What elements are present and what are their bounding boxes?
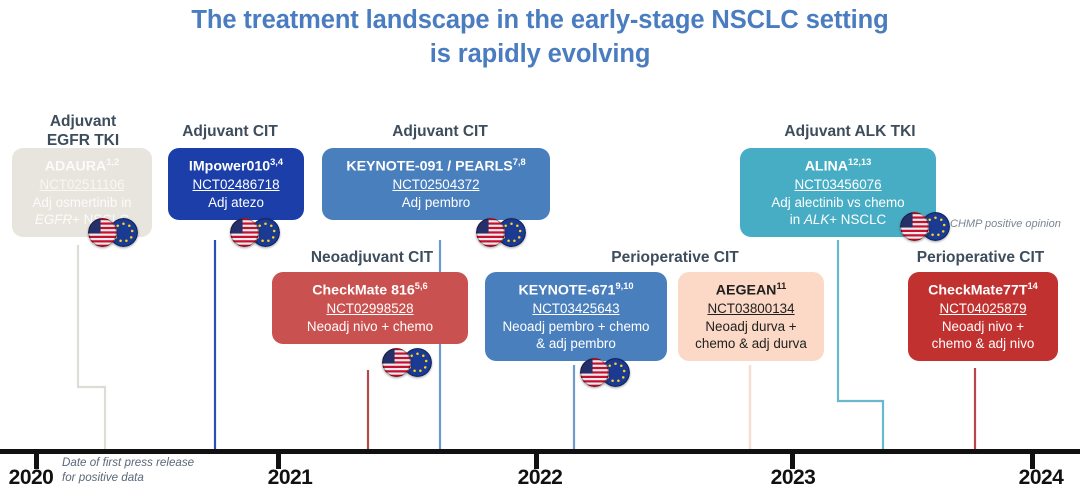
axis-label-2023: 2023 <box>770 466 816 489</box>
us-flag-icon <box>382 348 411 377</box>
trial-name-checkmate816: CheckMate 8165,6 <box>312 281 428 299</box>
axis-tick-2020 <box>34 452 39 469</box>
category-perioperative-cm77t: Perioperative CIT <box>916 249 1045 266</box>
trial-desc-alina-2: in ALK+ NSCLC <box>789 212 887 228</box>
trial-name-impower010: IMpower0103,4 <box>188 157 284 175</box>
us-flag-icon <box>476 218 505 247</box>
axis-tick-2024 <box>1030 452 1035 469</box>
trial-desc-adaura-1: Adj osmertinib in <box>32 194 132 210</box>
trial-nct-checkmate816[interactable]: NCT02998528 <box>326 301 414 317</box>
trial-name-keynote091: KEYNOTE-091 / PEARLS7,8 <box>346 157 526 175</box>
trial-refs-adaura: 1,2 <box>106 157 120 167</box>
trial-name-aegean: AEGEAN11 <box>715 281 787 299</box>
axis-label-2020: 2020 <box>8 466 54 489</box>
trial-desc-keynote091: Adj pembro <box>401 194 471 210</box>
trial-refs-aegean: 11 <box>776 281 787 291</box>
connector-keynote671 <box>546 365 576 452</box>
trial-name-adaura: ADAURA1,2 <box>44 157 120 175</box>
axis-label-2022: 2022 <box>517 466 563 489</box>
trial-card-keynote671[interactable]: KEYNOTE-6719,10 NCT03425643 Neoadj pembr… <box>485 272 667 362</box>
trial-desc-checkmate816: Neoadj nivo + chemo <box>306 318 434 334</box>
axis-tick-2021 <box>276 452 281 469</box>
page-title: The treatment landscape in the early-sta… <box>0 4 1080 71</box>
trial-card-checkmate77t[interactable]: CheckMate77T14 NCT04025879 Neoadj nivo +… <box>908 272 1058 362</box>
trial-desc-checkmate77t-1: Neoadj nivo + <box>941 318 1025 334</box>
trial-desc-keynote671-2: & adj pembro <box>536 336 616 352</box>
trial-desc-alina-1: Adj alectinib vs chemo <box>771 194 905 210</box>
trial-nct-checkmate77t[interactable]: NCT04025879 <box>939 301 1027 317</box>
trial-name-alina: ALINA12,13 <box>804 157 872 175</box>
category-adjuvant-cit-keynote091: Adjuvant CIT <box>392 123 488 140</box>
badge-flags-keynote091 <box>476 218 532 248</box>
connector-keynote091 <box>438 240 472 452</box>
category-adjuvant-alk-tki: Adjuvant ALK TKI <box>784 123 916 140</box>
connector-adaura <box>76 245 107 449</box>
timeline-axis <box>0 449 1080 454</box>
trial-desc-aegean-2: chemo & adj durva <box>695 336 807 352</box>
trial-card-checkmate816[interactable]: CheckMate 8165,6 NCT02998528 Neoadj nivo… <box>272 272 468 345</box>
axis-tick-2022 <box>534 452 539 469</box>
badge-flags-checkmate816 <box>382 348 438 378</box>
badge-flags-alina <box>900 212 956 242</box>
trial-desc-aegean-1: Neoadj durva + <box>705 318 797 334</box>
connector-lines <box>76 240 977 452</box>
connector-alina <box>836 240 885 449</box>
trial-refs-keynote671: 9,10 <box>615 281 634 291</box>
chmp-annotation: CHMP positive opinion <box>950 218 1061 230</box>
trial-refs-keynote091: 7,8 <box>512 157 526 167</box>
trial-card-keynote091[interactable]: KEYNOTE-091 / PEARLS7,8 NCT02504372 Adj … <box>322 148 550 221</box>
trial-refs-checkmate77t: 14 <box>1027 281 1038 291</box>
badge-flags-impower010 <box>230 218 286 248</box>
category-perioperative-keynote671: Perioperative CIT <box>611 249 739 266</box>
trial-nct-keynote671[interactable]: NCT03425643 <box>532 301 620 317</box>
us-flag-icon <box>230 218 259 247</box>
trial-refs-alina: 12,13 <box>848 157 872 167</box>
trial-desc-checkmate77t-2: chemo & adj nivo <box>931 336 1035 352</box>
trial-card-impower010[interactable]: IMpower0103,4 NCT02486718 Adj atezo <box>168 148 304 221</box>
category-adjuvant-cit-impower: Adjuvant CIT <box>182 123 278 140</box>
category-neoadjuvant-cit: Neoadjuvant CIT <box>310 249 434 266</box>
trial-desc-keynote671-1: Neoadj pembro + chemo <box>502 318 650 334</box>
axis-tick-2023 <box>790 452 795 469</box>
us-flag-icon <box>900 212 929 241</box>
us-flag-icon <box>580 358 609 387</box>
badge-flags-adaura <box>88 218 144 248</box>
trial-nct-alina[interactable]: NCT03456076 <box>794 177 882 193</box>
trial-nct-keynote091[interactable]: NCT02504372 <box>392 177 480 193</box>
trial-nct-impower010[interactable]: NCT02486718 <box>192 177 280 193</box>
axis-label-2024: 2024 <box>1018 466 1064 489</box>
axis-note: Date of first press release for positive… <box>62 456 195 485</box>
trial-card-aegean[interactable]: AEGEAN11 NCT03800134 Neoadj durva + chem… <box>678 272 824 362</box>
trial-refs-checkmate816: 5,6 <box>414 281 428 291</box>
trial-name-checkmate77t: CheckMate77T14 <box>928 281 1038 299</box>
trial-refs-impower010: 3,4 <box>270 157 284 167</box>
us-flag-icon <box>88 218 117 247</box>
trial-desc-impower010: Adj atezo <box>208 194 264 210</box>
eu-flag-icon <box>601 358 630 387</box>
category-adjuvant-egfr-tki: Adjuvant EGFR TKI <box>46 113 120 150</box>
title-line-2: is rapidly evolving <box>429 39 651 68</box>
title-line-1: The treatment landscape in the early-sta… <box>191 6 889 34</box>
trial-name-keynote671: KEYNOTE-6719,10 <box>518 281 634 299</box>
connector-impower010 <box>213 240 320 452</box>
axis-label-2021: 2021 <box>267 466 313 489</box>
trial-nct-adaura[interactable]: NCT02511106 <box>39 177 125 193</box>
trial-nct-aegean[interactable]: NCT03800134 <box>707 301 795 317</box>
badge-flags-keynote671 <box>580 358 636 388</box>
